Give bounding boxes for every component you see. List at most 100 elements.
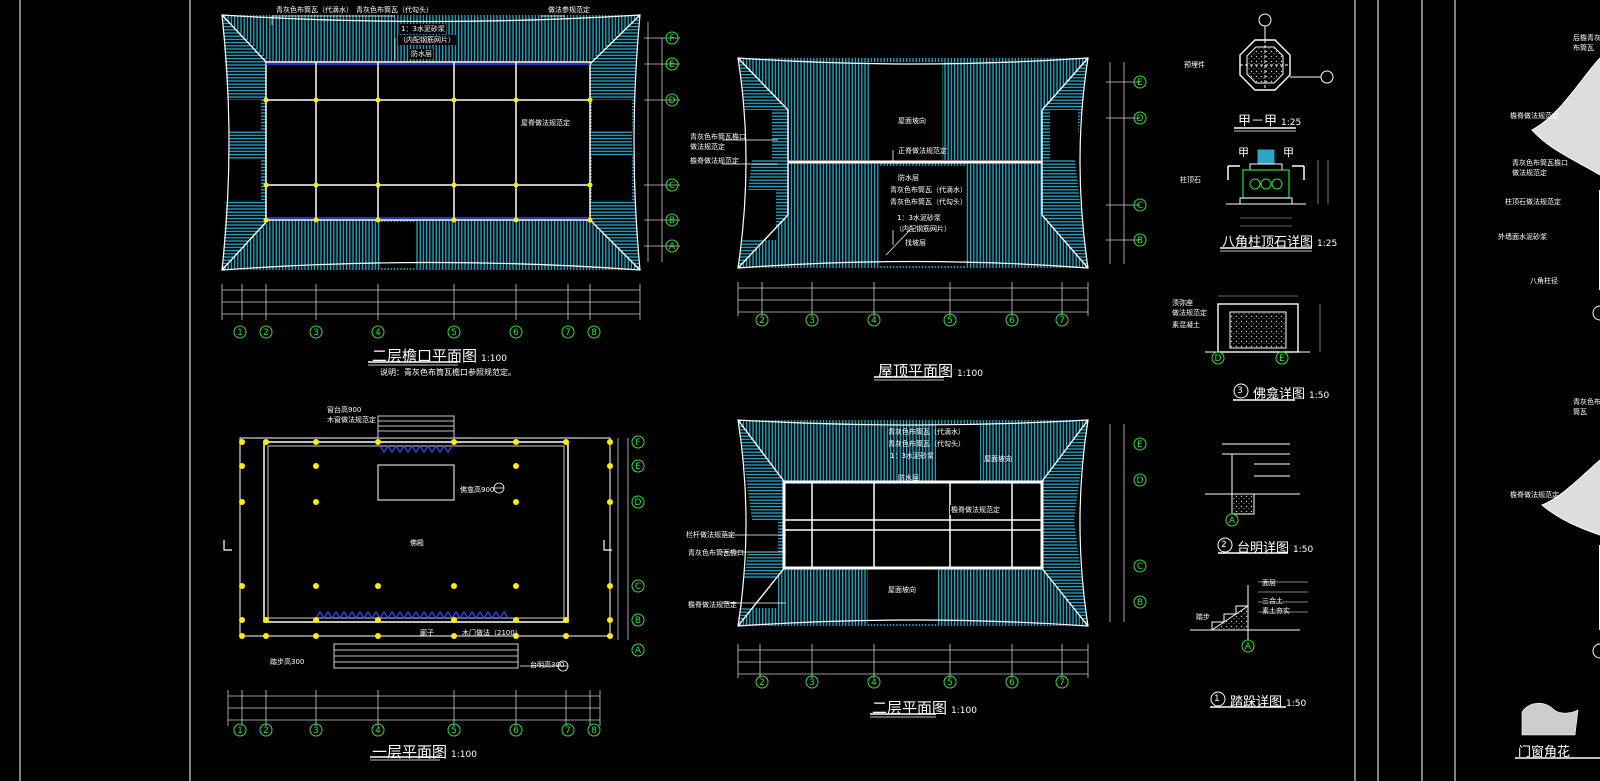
svg-text:C: C [1137, 562, 1143, 572]
floor2-label: 屋面坡向 [888, 586, 916, 594]
detail-label: 柱顶石 [1180, 176, 1201, 184]
svg-text:D: D [635, 498, 642, 508]
svg-text:A: A [669, 242, 676, 252]
eave-plan-scale: 1:100 [481, 354, 507, 364]
svg-text:5: 5 [451, 328, 457, 338]
floor1-label: 木窗做法规范定 [327, 416, 376, 424]
axis-bubble-letter: D [1133, 111, 1147, 125]
first-floor-scale: 1:100 [451, 750, 477, 760]
svg-text:D: D [1215, 354, 1222, 364]
floor1-label: 佛龛高900 [460, 486, 495, 494]
floor2-label: 防水层 [898, 474, 919, 482]
svg-text:8: 8 [591, 328, 597, 338]
axis-bubble-letter: B [665, 213, 679, 227]
axis-bubble-number: 7 [561, 723, 575, 737]
svg-text:5: 5 [947, 678, 953, 688]
axis-bubble-letter: E [631, 459, 645, 473]
floor1-label: 台明高300 [530, 661, 565, 669]
svg-text:2: 2 [263, 726, 269, 736]
svg-text:3: 3 [809, 678, 815, 688]
axis-bubble-letter: F [631, 435, 645, 449]
roof-plan-drawing [722, 57, 1140, 381]
axis-bubble-number: 2 [755, 675, 769, 689]
first-floor-plan-drawing [223, 415, 629, 761]
svg-text:7: 7 [1059, 678, 1065, 688]
svg-text:E: E [1279, 354, 1285, 364]
right-label: 檐脊做法规范定 [1510, 491, 1559, 499]
svg-text:A: A [1245, 642, 1252, 652]
terrace-detail-title-text: 台明详图 [1237, 541, 1290, 556]
svg-text:B: B [1137, 236, 1143, 246]
axis-bubble-letter: C [631, 579, 645, 593]
axis-bubble-number: 3 [309, 723, 323, 737]
svg-text:E: E [1137, 440, 1143, 450]
svg-text:B: B [1137, 598, 1143, 608]
floor2-label: 青灰色布筒瓦（代勾头） [888, 440, 965, 448]
roof-label: （内配钢筋网片） [895, 225, 951, 233]
svg-text:A: A [1229, 516, 1236, 526]
axis-bubble-number: 1 [233, 325, 247, 339]
right-label: 筒瓦 [1573, 408, 1587, 416]
axis-bubble-letter: B [1133, 595, 1147, 609]
roof-label: 找坡层 [905, 239, 926, 247]
axis-bubble-number: 7 [1055, 313, 1069, 327]
svg-text:E: E [635, 462, 641, 472]
axis-bubble-letter: A [631, 643, 645, 657]
eave-label: 1：3水泥砂浆 [400, 24, 446, 34]
floor1-label: 廊子 [420, 629, 434, 637]
detail-label: 做法规范定 [1172, 309, 1207, 317]
roof-label: 防水层 [898, 174, 919, 182]
right-label: 青灰色布 [1573, 398, 1600, 406]
detail-label: 素混凝土 [1172, 321, 1200, 329]
axis-bubble-number: 3 [309, 325, 323, 339]
floor2-label: 屋面坡向 [984, 455, 1012, 463]
column-detail-scale: 1:25 [1317, 239, 1338, 249]
svg-text:4: 4 [375, 328, 381, 338]
roof-label: 屋面坡向 [898, 117, 926, 125]
axis-bubble-number: 6 [509, 325, 523, 339]
svg-text:C: C [635, 582, 641, 592]
floor1-label: 木门做法（2100） [462, 629, 522, 637]
axis-bubble-number: 3 [805, 313, 819, 327]
right-label: 柱顶石做法规范定 [1505, 198, 1561, 206]
floor2-label: 檐脊做法规范定 [688, 601, 737, 609]
svg-text:3: 3 [313, 726, 319, 736]
roof-label: 做法规范定 [690, 143, 725, 151]
axis-bubble-number: 8 [587, 723, 601, 737]
floor1-label: 佛殿 [410, 539, 424, 547]
step-detail-title-text: 踏跺详图 [1230, 695, 1283, 710]
svg-text:D: D [669, 96, 676, 106]
svg-text:6: 6 [1009, 316, 1015, 326]
svg-text:A: A [635, 646, 642, 656]
right-label: 后檐青灰色 [1573, 34, 1600, 42]
axis-bubble-letter: C [1133, 559, 1147, 573]
roof-plan-title-text: 屋顶平面图 [878, 362, 954, 380]
eave-label: （内配钢筋网片） [398, 35, 456, 45]
right-label: 做法规范定 [1512, 169, 1547, 177]
svg-text:B: B [635, 616, 641, 626]
floor1-label: 踏步高300 [270, 658, 305, 666]
svg-text:E: E [669, 60, 675, 70]
axis-bubble-number: 6 [1005, 675, 1019, 689]
niche-detail-title-text: 佛龛详图 [1253, 387, 1306, 402]
niche-detail-scale: 1:50 [1309, 391, 1330, 401]
eave-plan-drawing [221, 14, 680, 366]
eave-label: 屋脊做法规范定 [520, 118, 571, 128]
detail-label: 素土夯实 [1262, 607, 1290, 615]
first-floor-title-text: 一层平面图 [372, 743, 448, 761]
terrace-detail-drawing [1205, 443, 1300, 554]
axis-bubble-letter: E [1133, 437, 1147, 451]
svg-text:6: 6 [513, 726, 519, 736]
axis-bubble-letter: E [1275, 351, 1289, 365]
svg-text:7: 7 [565, 726, 571, 736]
axis-bubble-number: 6 [509, 723, 523, 737]
roof-label: 正脊做法规范定 [898, 147, 947, 155]
detail-label: 预埋件 [1184, 61, 1205, 69]
eave-label: 青灰色布筒瓦（代勾头） [356, 6, 433, 14]
